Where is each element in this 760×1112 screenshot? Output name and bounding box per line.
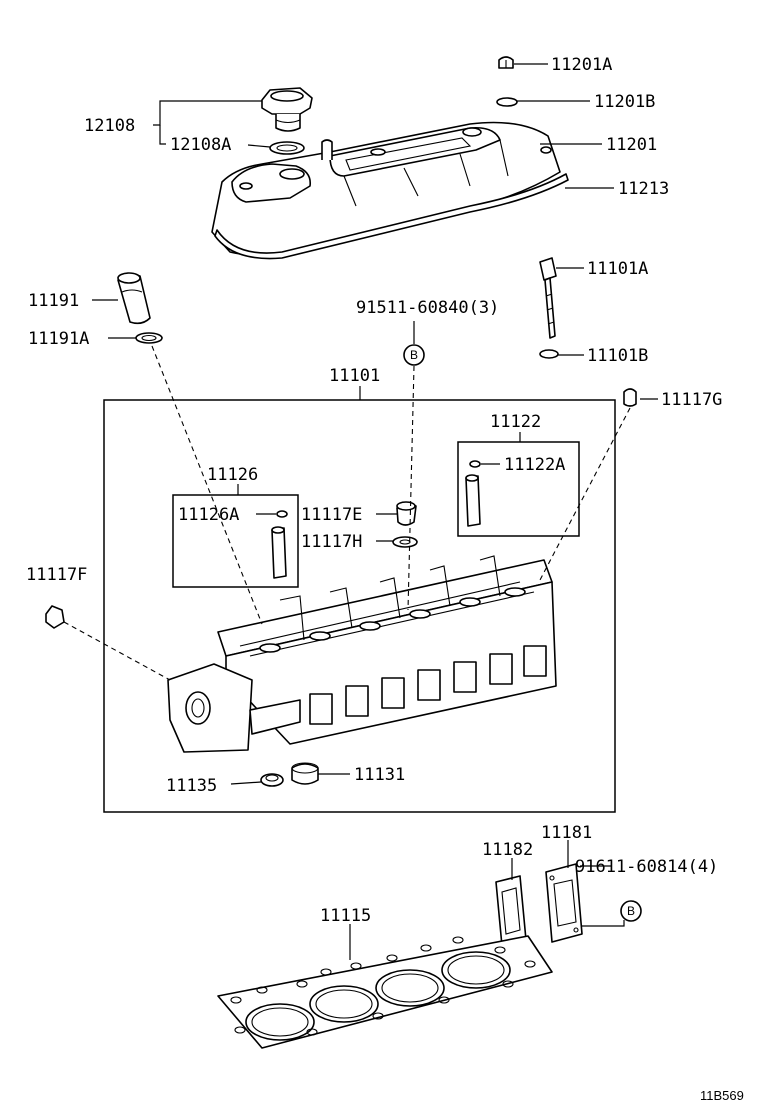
oil-filler-cap[interactable] xyxy=(261,87,313,132)
label-11191: 11191 xyxy=(28,291,79,311)
figure-code: 11B569 xyxy=(700,1088,744,1103)
label-11126: 11126 xyxy=(207,465,258,485)
label-11213: 11213 xyxy=(618,179,669,199)
breather-gasket[interactable] xyxy=(135,332,163,344)
label-11182: 11182 xyxy=(482,840,533,860)
svg-text:B: B xyxy=(627,904,635,918)
label-91511-60840: 91511-60840(3) xyxy=(356,298,499,318)
label-11191A: 11191A xyxy=(28,329,89,349)
part-labels: 12108 12108A 11201A 11201B 11201 11213 1… xyxy=(26,55,744,1103)
cap-gasket[interactable] xyxy=(269,141,305,155)
label-11131: 11131 xyxy=(354,765,405,785)
label-11201A: 11201A xyxy=(551,55,612,75)
label-91611-60814: 91611-60814(4) xyxy=(575,857,718,877)
plug-11117E[interactable] xyxy=(396,501,417,526)
seal-11135[interactable] xyxy=(260,773,284,787)
callout-b-bottom: B xyxy=(620,900,642,922)
exhaust-valve-guide-box xyxy=(457,441,580,537)
svg-text:B: B xyxy=(410,348,418,362)
label-11117H: 11117H xyxy=(301,532,362,552)
intake-valve-guide-box xyxy=(172,494,299,588)
breather-pipe[interactable] xyxy=(117,272,151,325)
label-11201: 11201 xyxy=(606,135,657,155)
label-11117F: 11117F xyxy=(26,565,87,585)
intake-valve-guide[interactable] xyxy=(271,510,288,579)
leader-lines xyxy=(92,63,658,960)
cover-nut[interactable] xyxy=(498,56,514,69)
callout-b-top: B xyxy=(403,344,425,366)
label-11126A: 11126A xyxy=(178,505,239,525)
head-bolt-washer[interactable] xyxy=(539,349,559,359)
flange-11181[interactable] xyxy=(545,863,583,943)
gasket-11117H[interactable] xyxy=(392,536,418,548)
label-11101: 11101 xyxy=(329,366,380,386)
label-12108A: 12108A xyxy=(170,135,231,155)
dashed-lines xyxy=(63,345,631,681)
cylinder-head-gasket[interactable] xyxy=(217,935,553,1049)
label-11101A: 11101A xyxy=(587,259,648,279)
label-11122: 11122 xyxy=(490,412,541,432)
gasket-11182[interactable] xyxy=(495,875,527,947)
label-11117E: 11117E xyxy=(301,505,362,525)
label-11181: 11181 xyxy=(541,823,592,843)
label-11201B: 11201B xyxy=(594,92,655,112)
label-11115: 11115 xyxy=(320,906,371,926)
seal-11131[interactable] xyxy=(291,762,319,785)
label-11117G: 11117G xyxy=(661,390,722,410)
cylinder-head-cover[interactable] xyxy=(211,121,569,260)
plug-11117F[interactable] xyxy=(45,605,65,629)
cylinder-head[interactable] xyxy=(167,555,557,753)
plug-11117G[interactable] xyxy=(623,388,637,407)
head-bolt[interactable] xyxy=(539,257,557,339)
label-11122A: 11122A xyxy=(504,455,565,475)
label-11135: 11135 xyxy=(166,776,217,796)
cover-seal-washer[interactable] xyxy=(496,97,518,107)
label-12108: 12108 xyxy=(84,116,135,136)
exhaust-valve-guide[interactable] xyxy=(465,460,481,527)
label-11101B: 11101B xyxy=(587,346,648,366)
